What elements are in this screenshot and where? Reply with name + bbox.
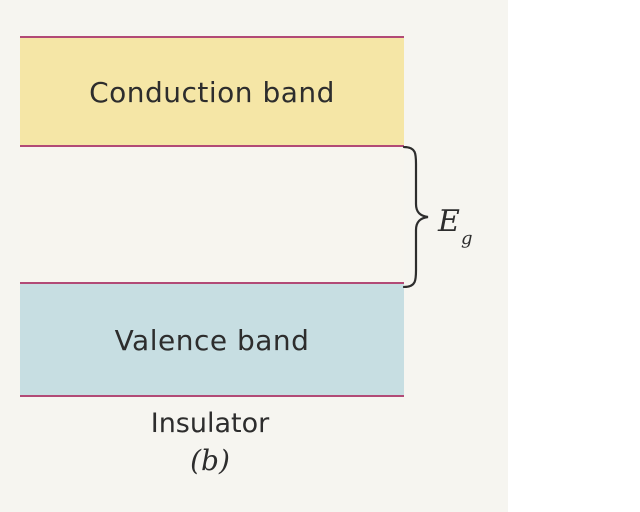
band-gap-symbol: E (438, 204, 460, 239)
conduction-band-bottom-edge (20, 145, 404, 147)
material-caption: Insulator (150, 408, 270, 439)
valence-band-top-edge (20, 282, 404, 284)
panel-label: (b) (190, 444, 230, 477)
conduction-band (20, 37, 404, 145)
band-gap-subscript: g (461, 228, 473, 249)
conduction-band-top-edge (20, 36, 404, 38)
band-gap-brace (402, 146, 429, 288)
valence-band (20, 284, 404, 395)
valence-band-bottom-edge (20, 395, 404, 397)
conduction-band-label: Conduction band (89, 76, 335, 109)
valence-band-label: Valence band (114, 324, 310, 357)
band-gap-region (20, 147, 404, 282)
